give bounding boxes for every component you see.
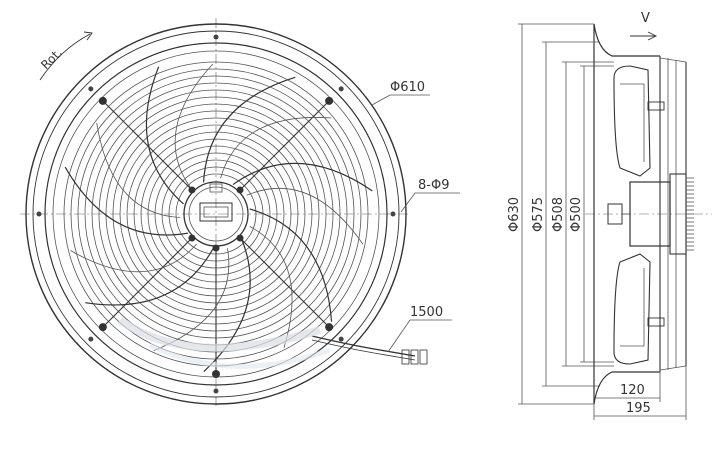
dim-d630: Φ630 [507, 197, 522, 232]
motor-cooling-fins [686, 177, 694, 251]
blade-side-bottom-inner [620, 268, 645, 347]
watermark-swoosh-2 [148, 342, 331, 369]
dim-depth-195: 195 [626, 401, 651, 416]
fan-blade-edge [232, 162, 373, 192]
power-cable-edge [311, 339, 416, 361]
mounting-hole [213, 34, 219, 40]
side-vertical-dims: Φ630 Φ575 Φ508 Φ500 [507, 23, 614, 405]
fan-blade-edge [203, 236, 251, 372]
side-view: V [507, 11, 712, 420]
guard-strut-bolt [212, 370, 220, 378]
guard-strut [239, 100, 330, 191]
fan-blade-trailing-edge [246, 188, 364, 245]
dim-depth-120: 120 [620, 383, 645, 398]
guard-strut-bolt [98, 96, 107, 105]
cable-connector-1 [401, 349, 410, 365]
airflow-label: V [641, 11, 650, 26]
fan-blade-trailing-edge [249, 226, 293, 348]
guard-strut-bolt [325, 323, 334, 332]
mounting-hole [213, 388, 219, 394]
mounting-hole [338, 86, 344, 92]
leader-mounting-holes [400, 192, 460, 213]
leader-cable-length [387, 319, 452, 353]
fan-blade-edge [145, 66, 184, 205]
dim-outer-diameter: Φ610 [390, 80, 425, 95]
motor-hub [183, 181, 249, 247]
housing-inner-ring [44, 42, 388, 386]
fan-blade-trailing-edge [70, 243, 197, 273]
guard-strut [239, 237, 330, 328]
mounting-holes [36, 34, 396, 394]
bellmouth-top [593, 23, 660, 57]
fan-blade-trailing-edge [220, 117, 332, 179]
dim-cable-length: 1500 [410, 305, 443, 320]
rod-clamp-top [647, 101, 665, 111]
dim-d508: Φ508 [551, 197, 566, 232]
rotation-arrowhead [83, 31, 93, 41]
mounting-hole [390, 211, 396, 217]
guard-strut [102, 237, 193, 328]
rotation-arc [39, 33, 91, 81]
fan-blade-edge [249, 208, 333, 322]
rod-clamp-bottom [647, 317, 665, 327]
mounting-hole [338, 336, 344, 342]
guard-top-link [659, 57, 687, 63]
front-view: Rot. Φ610 8-Φ9 1500 [20, 18, 460, 408]
fan-blade-edge [85, 247, 214, 306]
dim-mounting-holes: 8-Φ9 [418, 178, 449, 193]
fan-blade-edge [64, 166, 189, 236]
blade-side-top-inner [620, 83, 645, 162]
leader-outer-diameter [371, 94, 430, 106]
guard-strut-bolt [98, 323, 107, 332]
motor-hub-inner [188, 186, 244, 242]
side-depth-dims: 120 195 [593, 366, 687, 420]
hub-top-tab [209, 183, 223, 193]
power-cable [311, 335, 416, 357]
housing-outer-ring [25, 23, 407, 405]
rotation-label: Rot. [38, 45, 65, 72]
bellmouth-bottom [593, 371, 660, 405]
fan-blade-trailing-edge [174, 63, 214, 189]
guard-strut-bolt [325, 96, 334, 105]
housing-flange-ring [32, 30, 400, 398]
guard-strut [102, 100, 193, 191]
blade-side-top [613, 65, 651, 177]
dim-d500: Φ500 [569, 197, 584, 232]
blade-side-bottom [613, 253, 651, 365]
terminal-box [199, 202, 233, 222]
mounting-hole [36, 211, 42, 217]
guard-bottom-link [659, 365, 687, 371]
fan-blade-trailing-edge [96, 122, 181, 218]
cable-connector-3 [419, 349, 428, 365]
mounting-hole [88, 336, 94, 342]
watermark-swoosh [117, 316, 322, 352]
terminal-box-label-plate [203, 206, 229, 218]
dim-d575: Φ575 [531, 197, 546, 232]
airflow-arrowhead [647, 31, 658, 41]
cable-connector-2 [410, 349, 419, 365]
mounting-hole [88, 86, 94, 92]
fan-blade-edge [202, 76, 296, 183]
